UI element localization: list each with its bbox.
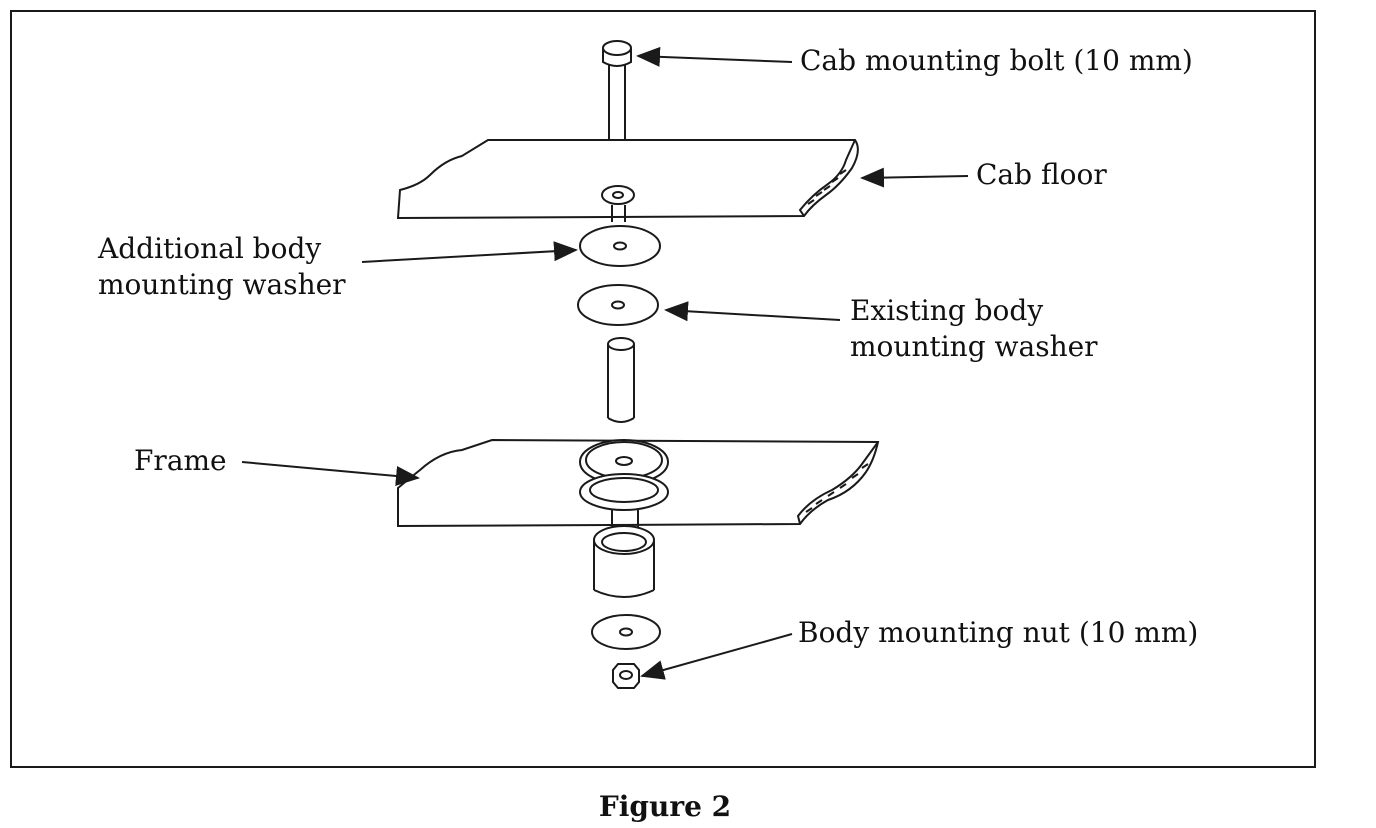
floor-washer [601,185,635,222]
label-body-mounting-nut: Body mounting nut (10 mm) [798,616,1199,649]
body-mounting-nut [612,663,640,689]
figure-border [10,10,1316,768]
spacer-sleeve [607,337,635,423]
bolt-leader [636,46,793,67]
lower-washer [591,614,661,650]
cab-floor-plate [396,139,859,220]
label-cab-floor: Cab floor [976,158,1107,191]
existing-washer-leader [664,301,841,322]
nut-leader [640,633,793,680]
upper-insulator [579,439,669,511]
label-existing-washer-line2: mounting washer [850,330,1098,363]
frame-leader [241,461,420,486]
additional-washer-leader [361,241,578,263]
existing-body-mounting-washer [577,284,659,326]
cab-floor-leader [860,167,969,188]
label-existing-washer-line1: Existing body [850,294,1044,327]
label-additional-washer-line1: Additional body [98,232,322,265]
leader-lines [241,46,969,680]
label-frame: Frame [134,444,227,477]
label-additional-washer-line2: mounting washer [98,268,346,301]
figure-caption: Figure 2 [598,790,732,823]
lower-bushing [593,510,655,598]
label-cab-mounting-bolt: Cab mounting bolt (10 mm) [800,44,1193,77]
additional-body-mounting-washer [579,225,661,267]
